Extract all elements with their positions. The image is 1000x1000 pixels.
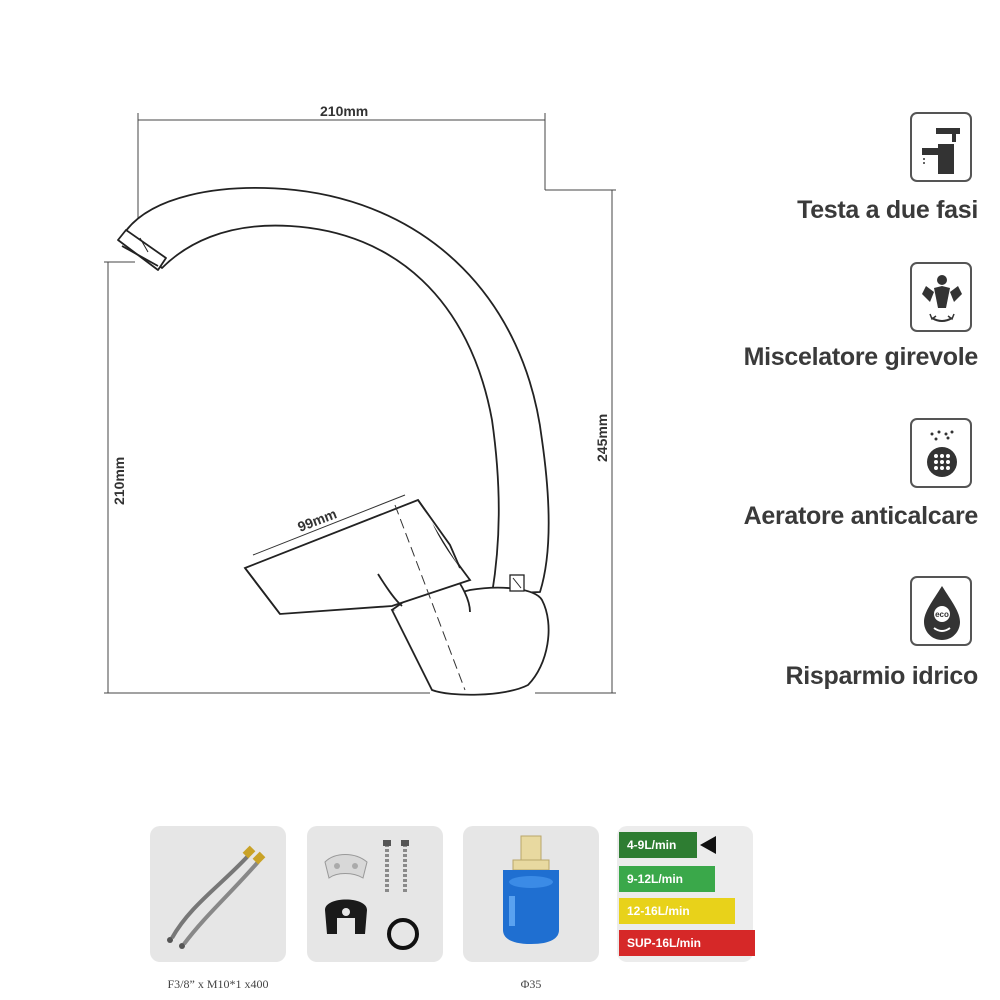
swivel-icon [910,262,972,332]
mounting-kit-tile [307,826,443,962]
flow-rate-4-9: 4-9L/min [619,832,697,858]
faucet-spout [117,187,550,595]
mounting-kit-icon [324,840,419,950]
cartridge-tile [463,826,599,962]
left-dimension [104,261,430,694]
flexible-hoses-icon [167,845,266,949]
flow-rate-sup-16: SUP-16L/min [619,930,755,956]
feature-label-water-saving: Risparmio idrico [785,662,979,690]
flow-rate-12-16: 12-16L/min [619,898,735,924]
faucet-technical-drawing: 210mm 210mm 245mm 99mm [104,103,616,696]
faucet-icon [910,112,972,182]
feature-label-two-phase: Testa a due fasi [797,196,978,224]
selected-arrow-icon [700,836,716,854]
flow-rate-9-12: 9-12L/min [619,866,715,892]
cartridge-icon [503,835,559,944]
handle-length-label: 99mm [295,505,339,534]
aerator-icon [910,418,972,488]
feature-label-swivel: Miscelatore girevole [743,343,979,371]
cartridge-caption: Φ35 [520,977,542,991]
left-height-label: 210mm [111,457,127,505]
right-dimension [535,189,616,694]
feature-label-aerator: Aeratore anticalcare [743,502,979,530]
hoses-tile [150,826,286,962]
handle-dimension [252,494,466,691]
faucet-handle [243,498,472,615]
hoses-caption: F3/8” x M10*1 x400 [167,977,269,991]
top-width-label: 210mm [320,103,368,119]
right-height-label: 245mm [594,414,610,462]
svg-text:eco: eco [935,610,949,619]
eco-drop-icon: eco [910,576,972,646]
